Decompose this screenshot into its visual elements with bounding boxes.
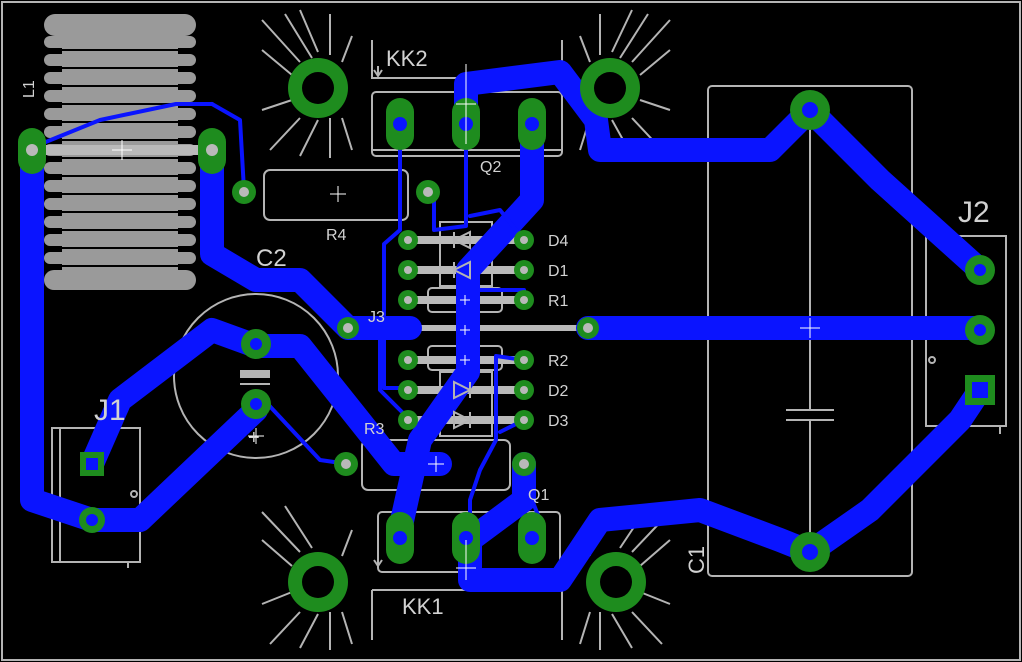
label-d2: D2 xyxy=(548,383,569,400)
label-kk2: KK2 xyxy=(386,46,428,71)
label-q1: Q1 xyxy=(528,487,549,504)
label-d4: D4 xyxy=(548,233,569,250)
label-c2-polarity: + xyxy=(248,427,260,449)
label-j1: J1 xyxy=(94,394,126,427)
labels: L1 KK2 KK1 Q2 Q1 R4 R3 C2 C1 J1 J2 J3 D4… xyxy=(21,46,990,619)
label-c2: C2 xyxy=(256,245,287,272)
origin-crosshairs xyxy=(112,64,820,580)
label-j2: J2 xyxy=(958,196,990,229)
label-r1: R1 xyxy=(548,293,569,310)
label-d1: D1 xyxy=(548,263,569,280)
label-r3: R3 xyxy=(364,421,385,438)
label-d3: D3 xyxy=(548,413,569,430)
label-r4: R4 xyxy=(326,227,347,244)
label-r2: R2 xyxy=(548,353,569,370)
label-q2: Q2 xyxy=(480,159,501,176)
pads xyxy=(18,58,995,612)
label-kk1: KK1 xyxy=(402,594,444,619)
label-l1: L1 xyxy=(21,80,38,98)
label-c1: C1 xyxy=(684,546,709,574)
label-j3: J3 xyxy=(368,309,385,326)
inductor-l1-coil xyxy=(44,14,196,290)
diode-symbols xyxy=(451,230,473,430)
